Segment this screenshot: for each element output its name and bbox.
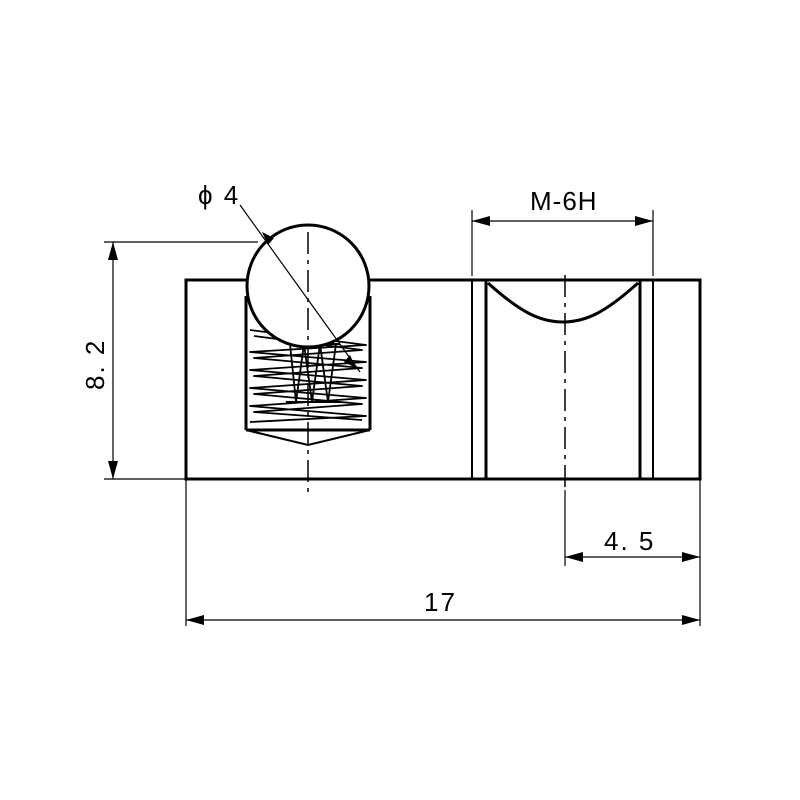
threaded-hole [471,275,654,490]
length-dimension [185,479,700,626]
diameter-leader [239,204,361,373]
height-label: 8. 2 [80,339,110,390]
thread-spec-label: M-6H [530,186,598,216]
ball-diameter-label: ϕ 4 [198,180,240,210]
thread-dimension [471,210,654,276]
height-dimension [104,241,258,480]
offset-dimension [564,479,701,626]
block-body [184,278,702,481]
hole-curve [486,281,640,324]
offset-label: 4. 5 [604,526,655,556]
length-label: 17 [424,587,457,617]
